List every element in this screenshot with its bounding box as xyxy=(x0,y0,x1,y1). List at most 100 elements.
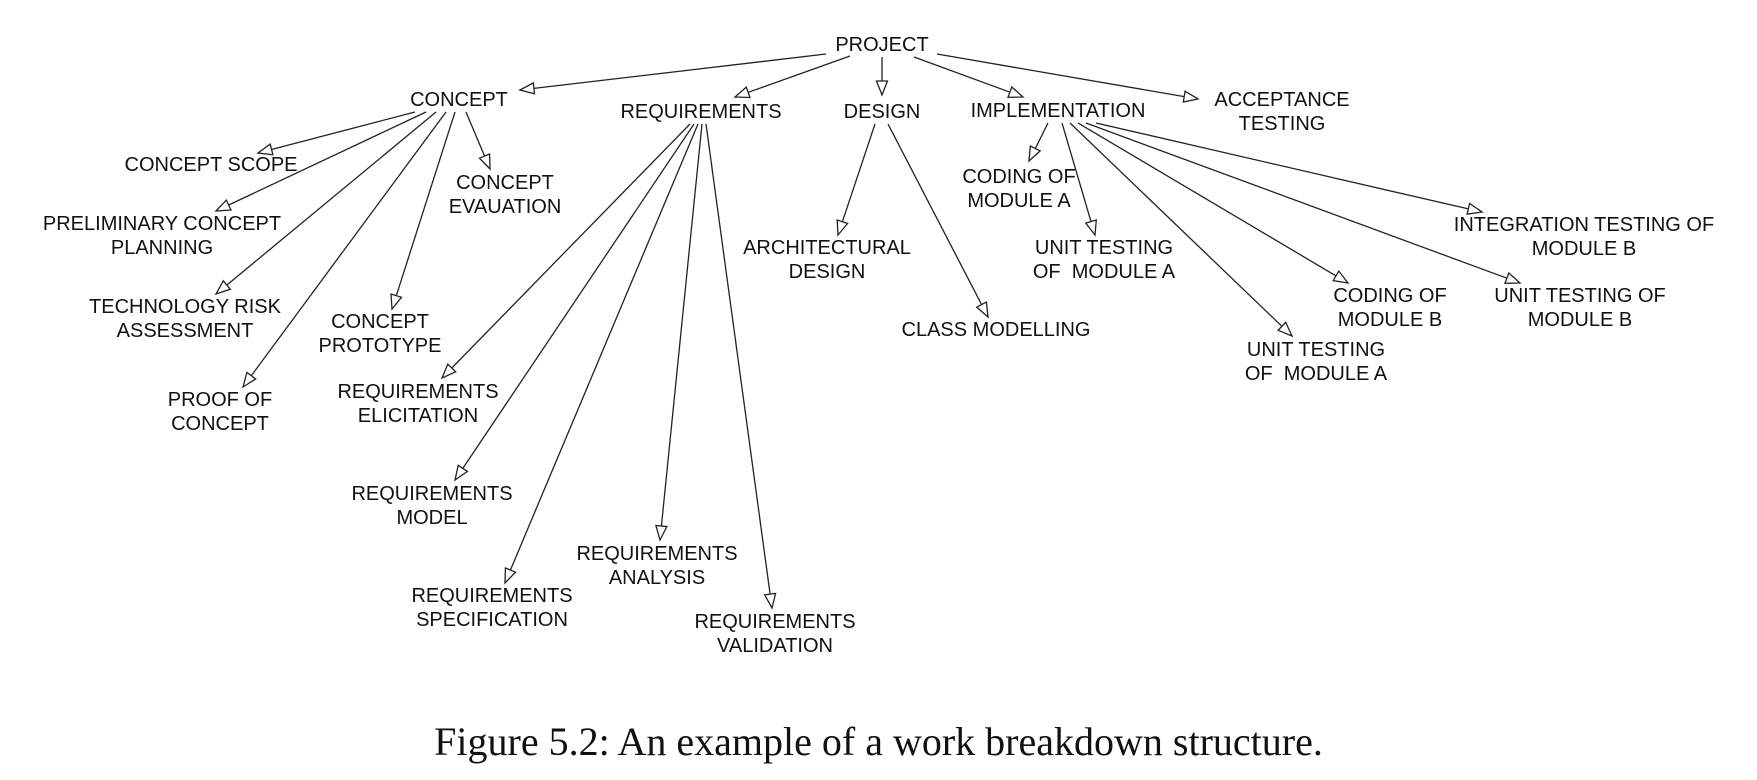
edge-concept-to-technology_risk_assessment xyxy=(214,111,437,296)
node-label-line: REQUIREMENTS xyxy=(576,543,737,565)
arrowhead-icon xyxy=(390,293,403,311)
node-implementation: IMPLEMENTATION xyxy=(971,100,1146,122)
node-label-line: VALIDATION xyxy=(717,635,833,657)
node-requirements: REQUIREMENTS xyxy=(620,101,781,123)
node-label-line: OF MODULE A xyxy=(1245,363,1388,385)
node-label-line: CONCEPT SCOPE xyxy=(125,154,298,176)
edge-requirements-to-requirements_specification xyxy=(504,123,699,585)
edge-line xyxy=(1085,122,1508,279)
edge-line xyxy=(841,123,876,222)
edge-requirements-to-requirements_model xyxy=(454,123,695,482)
arrowhead-icon xyxy=(1504,271,1522,284)
edge-requirements-to-requirements_elicitation xyxy=(440,123,691,380)
node-label-line: REQUIREMENTS xyxy=(694,611,855,633)
edge-line xyxy=(1061,122,1092,222)
node-label-line: EVAUATION xyxy=(449,196,562,218)
edge-line xyxy=(747,55,851,93)
edge-implementation-to-coding_module_a xyxy=(1028,122,1049,163)
node-design: DESIGN xyxy=(844,101,921,123)
node-label-line: OF MODULE A xyxy=(1033,261,1176,283)
node-label-line: PROOF OF xyxy=(168,389,272,411)
node-label-line: CONCEPT xyxy=(456,172,554,194)
node-label-line: PROJECT xyxy=(835,34,928,56)
node-label-line: CLASS MODELLING xyxy=(902,319,1091,341)
edge-implementation-to-unit_testing_module_b xyxy=(1085,122,1522,284)
node-label-line: PROTOTYPE xyxy=(319,335,442,357)
node-label-line: REQUIREMENTS xyxy=(351,483,512,505)
edge-line xyxy=(228,111,427,206)
edge-implementation-to-unit_testing_module_a_2 xyxy=(1069,122,1294,338)
node-label-line: MODEL xyxy=(396,507,467,529)
edge-implementation-to-integration_testing_module_b xyxy=(1095,122,1484,215)
node-class-modelling: CLASS MODELLING xyxy=(902,319,1091,341)
edge-line xyxy=(465,111,486,157)
arrowhead-icon xyxy=(1276,321,1294,338)
node-label-line: CODING OF xyxy=(962,166,1075,188)
arrowhead-icon xyxy=(1084,219,1098,237)
edge-requirements-to-requirements_validation xyxy=(705,123,777,610)
edge-line xyxy=(451,123,691,369)
edge-line xyxy=(1034,122,1049,149)
edge-project-to-concept xyxy=(518,53,827,95)
edge-implementation-to-unit_testing_module_a_1 xyxy=(1061,122,1098,237)
node-label-line: IMPLEMENTATION xyxy=(971,100,1146,122)
edge-design-to-class_modelling xyxy=(887,123,989,319)
node-concept-scope: CONCEPT SCOPE xyxy=(125,154,298,176)
edge-line xyxy=(271,111,416,151)
arrowhead-icon xyxy=(975,300,989,319)
arrowhead-icon xyxy=(256,143,274,156)
edge-line xyxy=(533,53,827,90)
edge-design-to-architectural_design xyxy=(836,123,876,237)
arrowhead-icon xyxy=(504,567,517,585)
edge-line xyxy=(887,123,983,305)
node-label-line: ARCHITECTURAL xyxy=(743,237,911,259)
work-breakdown-diagram: PROJECT CONCEPT REQUIREMENTS DESIGN IMPLEMEN… xyxy=(43,34,1714,657)
edge-concept-to-concept_prototype xyxy=(390,111,456,311)
node-label-line: PLANNING xyxy=(111,237,213,259)
arrowhead-icon xyxy=(440,362,457,380)
arrowhead-icon xyxy=(1466,202,1484,215)
node-label-line: MODULE B xyxy=(1528,309,1632,331)
node-label-line: UNIT TESTING xyxy=(1247,339,1385,361)
edge-line xyxy=(660,123,703,527)
node-label-line: SPECIFICATION xyxy=(416,609,568,631)
arrowhead-icon xyxy=(875,80,889,97)
edge-implementation-to-coding_module_b xyxy=(1077,122,1350,284)
node-label-line: DESIGN xyxy=(844,101,921,123)
edge-layer xyxy=(214,53,1522,610)
edge-project-to-implementation xyxy=(913,56,1025,98)
node-label-line: MODULE B xyxy=(1532,238,1636,260)
node-label-line: TECHNOLOGY RISK xyxy=(89,296,282,318)
node-label-line: ELICITATION xyxy=(358,405,478,427)
edge-requirements-to-requirements_analysis xyxy=(655,123,703,542)
node-label-line: MODULE A xyxy=(967,190,1071,212)
arrowhead-icon xyxy=(518,81,536,95)
arrowhead-icon xyxy=(214,279,232,296)
edge-line xyxy=(1095,122,1469,210)
figure-caption: Figure 5.2: An example of a work breakdo… xyxy=(434,719,1323,764)
arrowhead-icon xyxy=(1182,90,1200,103)
edge-concept-to-concept_scope xyxy=(256,111,416,156)
arrowhead-icon xyxy=(478,153,491,171)
edge-line xyxy=(705,123,771,595)
node-label-line: REQUIREMENTS xyxy=(337,381,498,403)
edge-project-to-requirements xyxy=(733,55,851,99)
node-layer: PROJECT CONCEPT REQUIREMENTS DESIGN IMPLEMEN… xyxy=(43,34,1714,657)
edge-line xyxy=(395,111,456,296)
edge-concept-to-preliminary_concept_planning xyxy=(214,111,427,212)
arrowhead-icon xyxy=(214,198,232,212)
edge-line xyxy=(250,111,447,377)
node-label-line: UNIT TESTING OF xyxy=(1494,285,1666,307)
